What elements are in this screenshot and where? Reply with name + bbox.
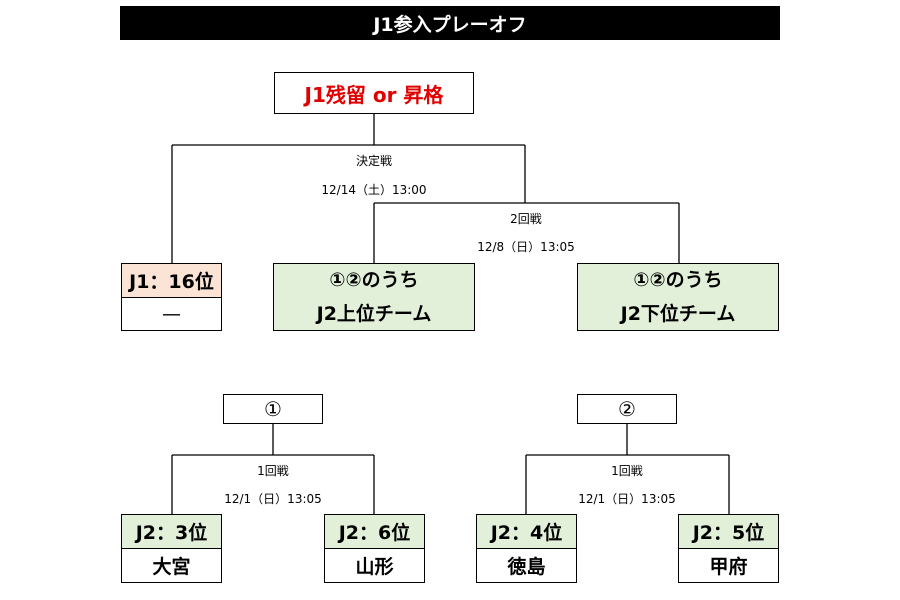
j1-team-rank: J1：16位 (122, 264, 221, 298)
j2-upper-team-box: ①②のうち J2上位チーム (273, 263, 475, 331)
match-2-round-date: 12/1（日）13:05 (578, 492, 676, 506)
final-round-name: 決定戦 (355, 154, 392, 168)
team-rank: J2：3位 (122, 515, 221, 549)
second-round-date: 12/8（日）13:05 (477, 240, 575, 254)
team-box-kofu: J2：5位 甲府 (678, 514, 779, 583)
team-name: 徳島 (477, 549, 576, 582)
final-result-box: J1残留 or 昇格 (274, 72, 474, 114)
match-1-round-date: 12/1（日）13:05 (224, 492, 322, 506)
team-box-omiya: J2：3位 大宮 (121, 514, 222, 583)
match-2-round-name: 1回戦 (611, 464, 643, 478)
j1-team-name: — (122, 298, 221, 330)
second-round-name: 2回戦 (510, 212, 542, 226)
j2-lower-team-box: ①②のうち J2下位チーム (577, 263, 779, 331)
team-rank: J2：4位 (477, 515, 576, 549)
match-1-label: ① (223, 394, 323, 424)
page-title: J1参入プレーオフ (120, 6, 780, 40)
j2-lower-team-line1: ①②のうち (633, 269, 723, 291)
team-rank: J2：6位 (325, 515, 424, 549)
team-name: 山形 (325, 549, 424, 582)
team-name: 大宮 (122, 549, 221, 582)
team-box-tokushima: J2：4位 徳島 (476, 514, 577, 583)
match-2-label: ② (577, 394, 677, 424)
j2-upper-team-line2: J2上位チーム (316, 303, 432, 325)
team-rank: J2：5位 (679, 515, 778, 549)
team-name: 甲府 (679, 549, 778, 582)
match-1-round-name: 1回戦 (257, 464, 289, 478)
final-round-date: 12/14（土）13:00 (321, 183, 427, 197)
j2-lower-team-line2: J2下位チーム (620, 303, 736, 325)
j2-upper-team-line1: ①②のうち (329, 269, 419, 291)
team-box-yamagata: J2：6位 山形 (324, 514, 425, 583)
j1-team-box: J1：16位 — (121, 263, 222, 331)
